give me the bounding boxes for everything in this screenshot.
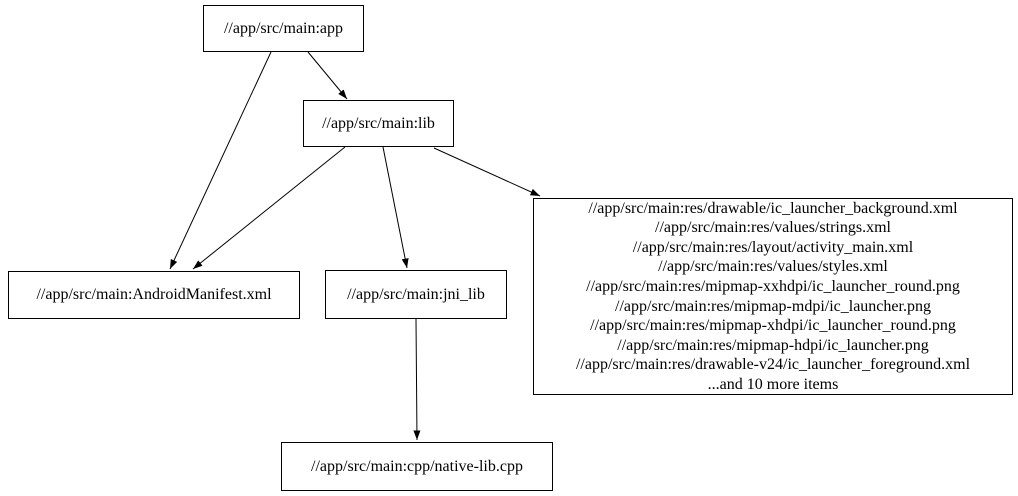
edge-app-to-lib [307,51,348,100]
edge-jni_lib-to-cpp [413,318,421,441]
edge-lib-to-jni_lib [382,146,409,269]
res-file-label: //app/src/main:res/mipmap-xhdpi/ic_launc… [590,317,956,335]
res-file-label: //app/src/main:res/drawable/ic_launcher_… [588,199,958,217]
edge-lib-to-manifest [192,146,346,270]
node-label-app: //app/src/main:app [223,19,344,37]
res-file-label: //app/src/main:res/layout/activity_main.… [632,238,914,256]
node-label-androidmanifest: //app/src/main:AndroidManifest.xml [36,286,272,304]
res-file-label: //app/src/main:res/values/strings.xml [655,219,891,237]
node-label-jni-lib: //app/src/main:jni_lib [347,285,485,303]
graph-node-androidmanifest: //app/src/main:AndroidManifest.xml [8,271,300,319]
graph-node-native-lib-cpp: //app/src/main:cpp/native-lib.cpp [281,442,553,491]
res-file-label: //app/src/main:res/values/styles.xml [658,258,888,276]
graph-node-lib: //app/src/main:lib [303,100,454,147]
graph-node-app: //app/src/main:app [203,5,364,52]
edge-lib-to-res [433,147,541,197]
res-more-items-label: ...and 10 more items [707,375,839,393]
node-label-lib: //app/src/main:lib [322,114,435,132]
res-file-label: //app/src/main:res/mipmap-xxhdpi/ic_laun… [586,277,960,295]
graph-node-res-files: //app/src/main:res/drawable/ic_launcher_… [533,198,1013,395]
res-file-label: //app/src/main:res/drawable-v24/ic_launc… [575,356,971,374]
res-file-label: //app/src/main:res/mipmap-hdpi/ic_launch… [617,336,929,354]
res-file-label: //app/src/main:res/mipmap-mdpi/ic_launch… [615,297,931,315]
edge-app-to-manifest [169,51,272,270]
node-label-native-lib-cpp: //app/src/main:cpp/native-lib.cpp [311,457,523,475]
graph-node-jni-lib: //app/src/main:jni_lib [325,270,507,319]
